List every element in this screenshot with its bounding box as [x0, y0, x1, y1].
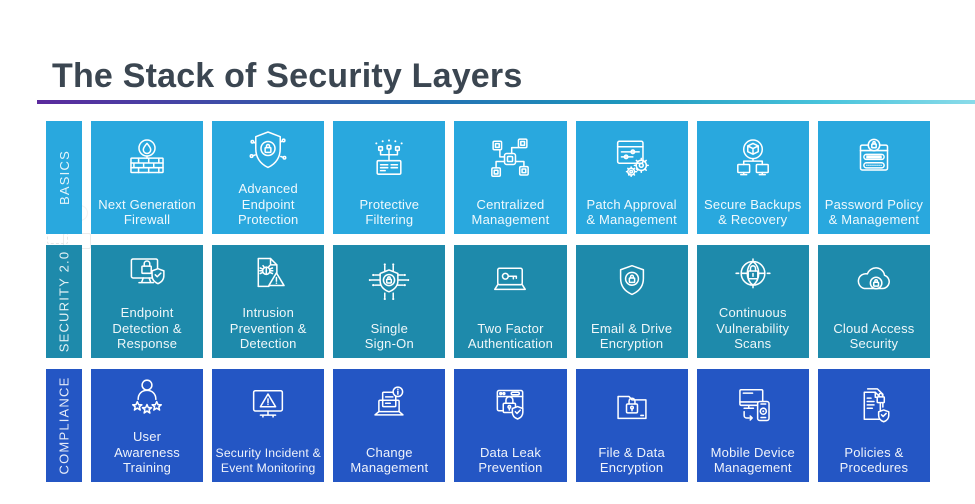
tile-intrusion-prevention-detection: Intrusion Prevention & Detection — [212, 245, 325, 358]
tile-advanced-endpoint-protection: Advanced Endpoint Protection — [212, 121, 325, 234]
row-label-text: COMPLIANCE — [56, 376, 72, 475]
page-title: The Stack of Security Layers — [52, 57, 523, 95]
tile-label: Cloud Access Security — [833, 320, 915, 351]
tile-label: Two Factor Authentication — [467, 320, 554, 351]
browser-padlock-shield-icon — [483, 369, 537, 445]
tile-label: Intrusion Prevention & Detection — [229, 305, 307, 351]
tile-label: Mobile Device Management — [710, 444, 795, 475]
tile-data-leak-prevention: Data Leak Prevention — [454, 369, 567, 482]
tile-next-generation-firewall: Next Generation Firewall — [91, 121, 204, 234]
backup-cube-monitors-icon — [726, 121, 780, 197]
tile-label: Email & Drive Encryption — [590, 320, 673, 351]
monitor-lock-shield-icon — [120, 245, 174, 305]
monitor-phone-sync-icon — [726, 369, 780, 445]
row-label-text: BASICS — [56, 150, 72, 205]
monitor-warning-icon — [241, 369, 295, 446]
tile-label: Endpoint Detection & Response — [112, 305, 182, 351]
row-label-text: SECURITY 2.0 — [56, 250, 72, 353]
tile-policies-procedures: Policies & Procedures — [817, 369, 930, 482]
row-basics: BASICS Next Generation Firewall — [46, 121, 930, 234]
tile-label: Centralized Management — [471, 196, 550, 227]
laptop-key-icon — [483, 245, 537, 321]
password-window-lock-icon — [847, 121, 901, 197]
tile-user-awareness-training: User Awareness Training — [91, 369, 204, 482]
tile-label: Single Sign-On — [364, 320, 414, 351]
tile-label: Advanced Endpoint Protection — [237, 181, 299, 227]
row-compliance: COMPLIANCE User Awareness Training — [46, 369, 930, 482]
row-label-basics: BASICS — [46, 121, 82, 234]
row-security-2-0: SECURITY 2.0 Endpoint Detection & Respon… — [46, 245, 930, 358]
document-bug-warning-icon — [241, 245, 295, 305]
filter-network-document-icon — [362, 121, 416, 197]
person-stars-icon — [120, 369, 174, 429]
tile-secure-backups-recovery: Secure Backups & Recovery — [696, 121, 809, 234]
laptop-document-info-icon — [362, 369, 416, 445]
tile-label: User Awareness Training — [114, 429, 180, 475]
window-sliders-gears-icon — [605, 121, 659, 197]
firewall-flame-icon — [120, 121, 174, 197]
tile-label: File & Data Encryption — [598, 444, 665, 475]
row-label-compliance: COMPLIANCE — [46, 369, 82, 482]
tile-label: Continuous Vulnerability Scans — [716, 305, 790, 351]
tile-two-factor-authentication: Two Factor Authentication — [454, 245, 567, 358]
tile-security-incident-event-monitoring: Security Incident & Event Monitoring — [212, 369, 325, 482]
tile-label: Data Leak Prevention — [478, 444, 543, 475]
tile-continuous-vulnerability-scans: Continuous Vulnerability Scans — [696, 245, 809, 358]
sso-lock-circuit-icon — [362, 245, 416, 321]
security-layers-grid: BASICS Next Generation Firewall — [46, 121, 930, 482]
tile-label: Change Management — [350, 444, 429, 475]
tile-password-policy-management: Password Policy & Management — [817, 121, 930, 234]
tile-centralized-management: Centralized Management — [454, 121, 567, 234]
title-underline-gradient — [37, 100, 975, 104]
globe-padlock-icon — [726, 245, 780, 305]
tile-protective-filtering: Protective Filtering — [333, 121, 446, 234]
row-label-security-2-0: SECURITY 2.0 — [46, 245, 82, 358]
tile-change-management: Change Management — [333, 369, 446, 482]
tile-email-drive-encryption: Email & Drive Encryption — [575, 245, 688, 358]
tile-label: Protective Filtering — [359, 196, 420, 227]
tile-label: Policies & Procedures — [839, 444, 909, 475]
folder-padlock-icon — [605, 369, 659, 445]
tile-label: Password Policy & Management — [824, 196, 924, 227]
centralized-network-icon — [483, 121, 537, 197]
tile-cloud-access-security: Cloud Access Security — [817, 245, 930, 358]
cloud-padlock-icon — [847, 245, 901, 321]
tile-patch-approval-management: Patch Approval & Management — [575, 121, 688, 234]
tile-label: Patch Approval & Management — [586, 196, 677, 227]
tile-label: Secure Backups & Recovery — [704, 196, 802, 227]
shield-lock-nodes-icon — [241, 121, 295, 181]
tile-mobile-device-management: Mobile Device Management — [696, 369, 809, 482]
tile-endpoint-detection-response: Endpoint Detection & Response — [91, 245, 204, 358]
document-lock-shield-icon — [847, 369, 901, 445]
tile-label: Security Incident & Event Monitoring — [215, 446, 321, 475]
tile-single-sign-on: Single Sign-On — [333, 245, 446, 358]
tile-label: Next Generation Firewall — [98, 196, 196, 227]
shield-padlock-icon — [605, 245, 659, 321]
tile-file-data-encryption: File & Data Encryption — [575, 369, 688, 482]
